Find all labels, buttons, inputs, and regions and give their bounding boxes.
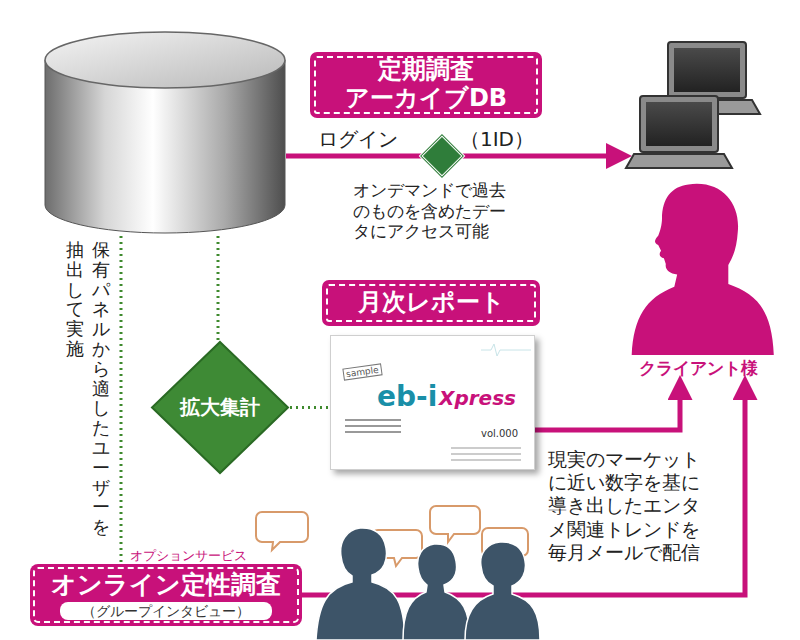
- connector: [290, 406, 330, 409]
- dotted-line: [120, 236, 123, 570]
- vertical-note: 保有パネルから適したユーザーを: [92, 240, 110, 537]
- people-silhouettes: [316, 528, 540, 640]
- node-text: vol.000: [481, 428, 518, 439]
- node-text: 拡大集計: [180, 394, 260, 421]
- dotted-line: [217, 236, 220, 340]
- service-box: オプションサービスオンライン定性調査 （グループインタビュー）: [30, 548, 302, 626]
- node-text: オンライン定性調査: [40, 570, 292, 600]
- note-label: （1ID）: [460, 126, 534, 153]
- note-label: ログイン: [318, 126, 398, 153]
- title-box: 定期調査 アーカイブDB: [310, 52, 542, 118]
- node-text: オプションサービス: [130, 548, 302, 564]
- node-text: Xpress: [439, 386, 516, 410]
- note-label: オンデマンドで過去のものを含めたデータにアクセス可能: [353, 180, 513, 242]
- report-document: sampleeb-iXpress vol.000: [330, 335, 535, 470]
- database-cylinder: [45, 32, 285, 233]
- client-silhouette: クライアント様: [618, 175, 778, 384]
- node-text: eb-i: [377, 380, 437, 413]
- node-text: クライアント様: [618, 355, 778, 384]
- person-silhouette: [618, 175, 778, 355]
- node-text: 月次レポート: [358, 289, 505, 317]
- connector: [535, 384, 680, 430]
- node-text: sample: [342, 363, 382, 380]
- decision-diamond: 拡大集計: [150, 340, 290, 475]
- title-box: 月次レポート: [322, 280, 540, 326]
- note-label: 現実のマーケットに近い数字を基に導き出したエンタメ関連トレンドを毎月メールで配信: [548, 448, 708, 564]
- login-diamond: [421, 135, 463, 177]
- laptop-icon: [626, 96, 732, 168]
- service-band: オンライン定性調査 （グループインタビュー）: [30, 564, 302, 626]
- vertical-note: 抽出して実施: [66, 240, 84, 359]
- node-text: （グループインタビュー）: [60, 602, 272, 620]
- node-text: 定期調査 アーカイブDB: [322, 57, 530, 112]
